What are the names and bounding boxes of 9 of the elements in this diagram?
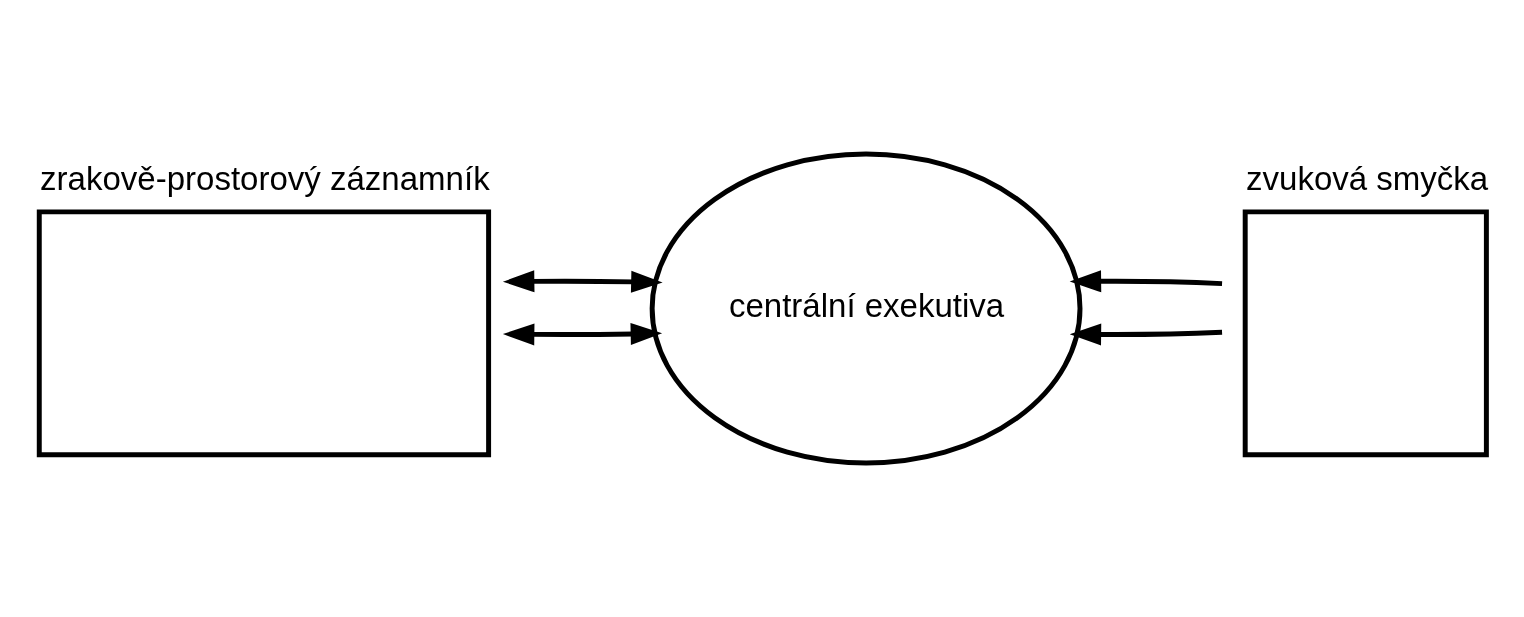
arrow xyxy=(502,322,663,346)
node-ellipse: centrální exekutiva xyxy=(649,151,1083,466)
node-label: zrakově-prostorový záznamník xyxy=(40,159,490,197)
node-box xyxy=(1242,209,1489,458)
arrow xyxy=(1069,323,1223,346)
node-label: zvuková smyčka xyxy=(1246,159,1489,197)
arrow xyxy=(502,270,663,293)
node-box xyxy=(36,209,492,458)
arrow xyxy=(1069,270,1223,293)
